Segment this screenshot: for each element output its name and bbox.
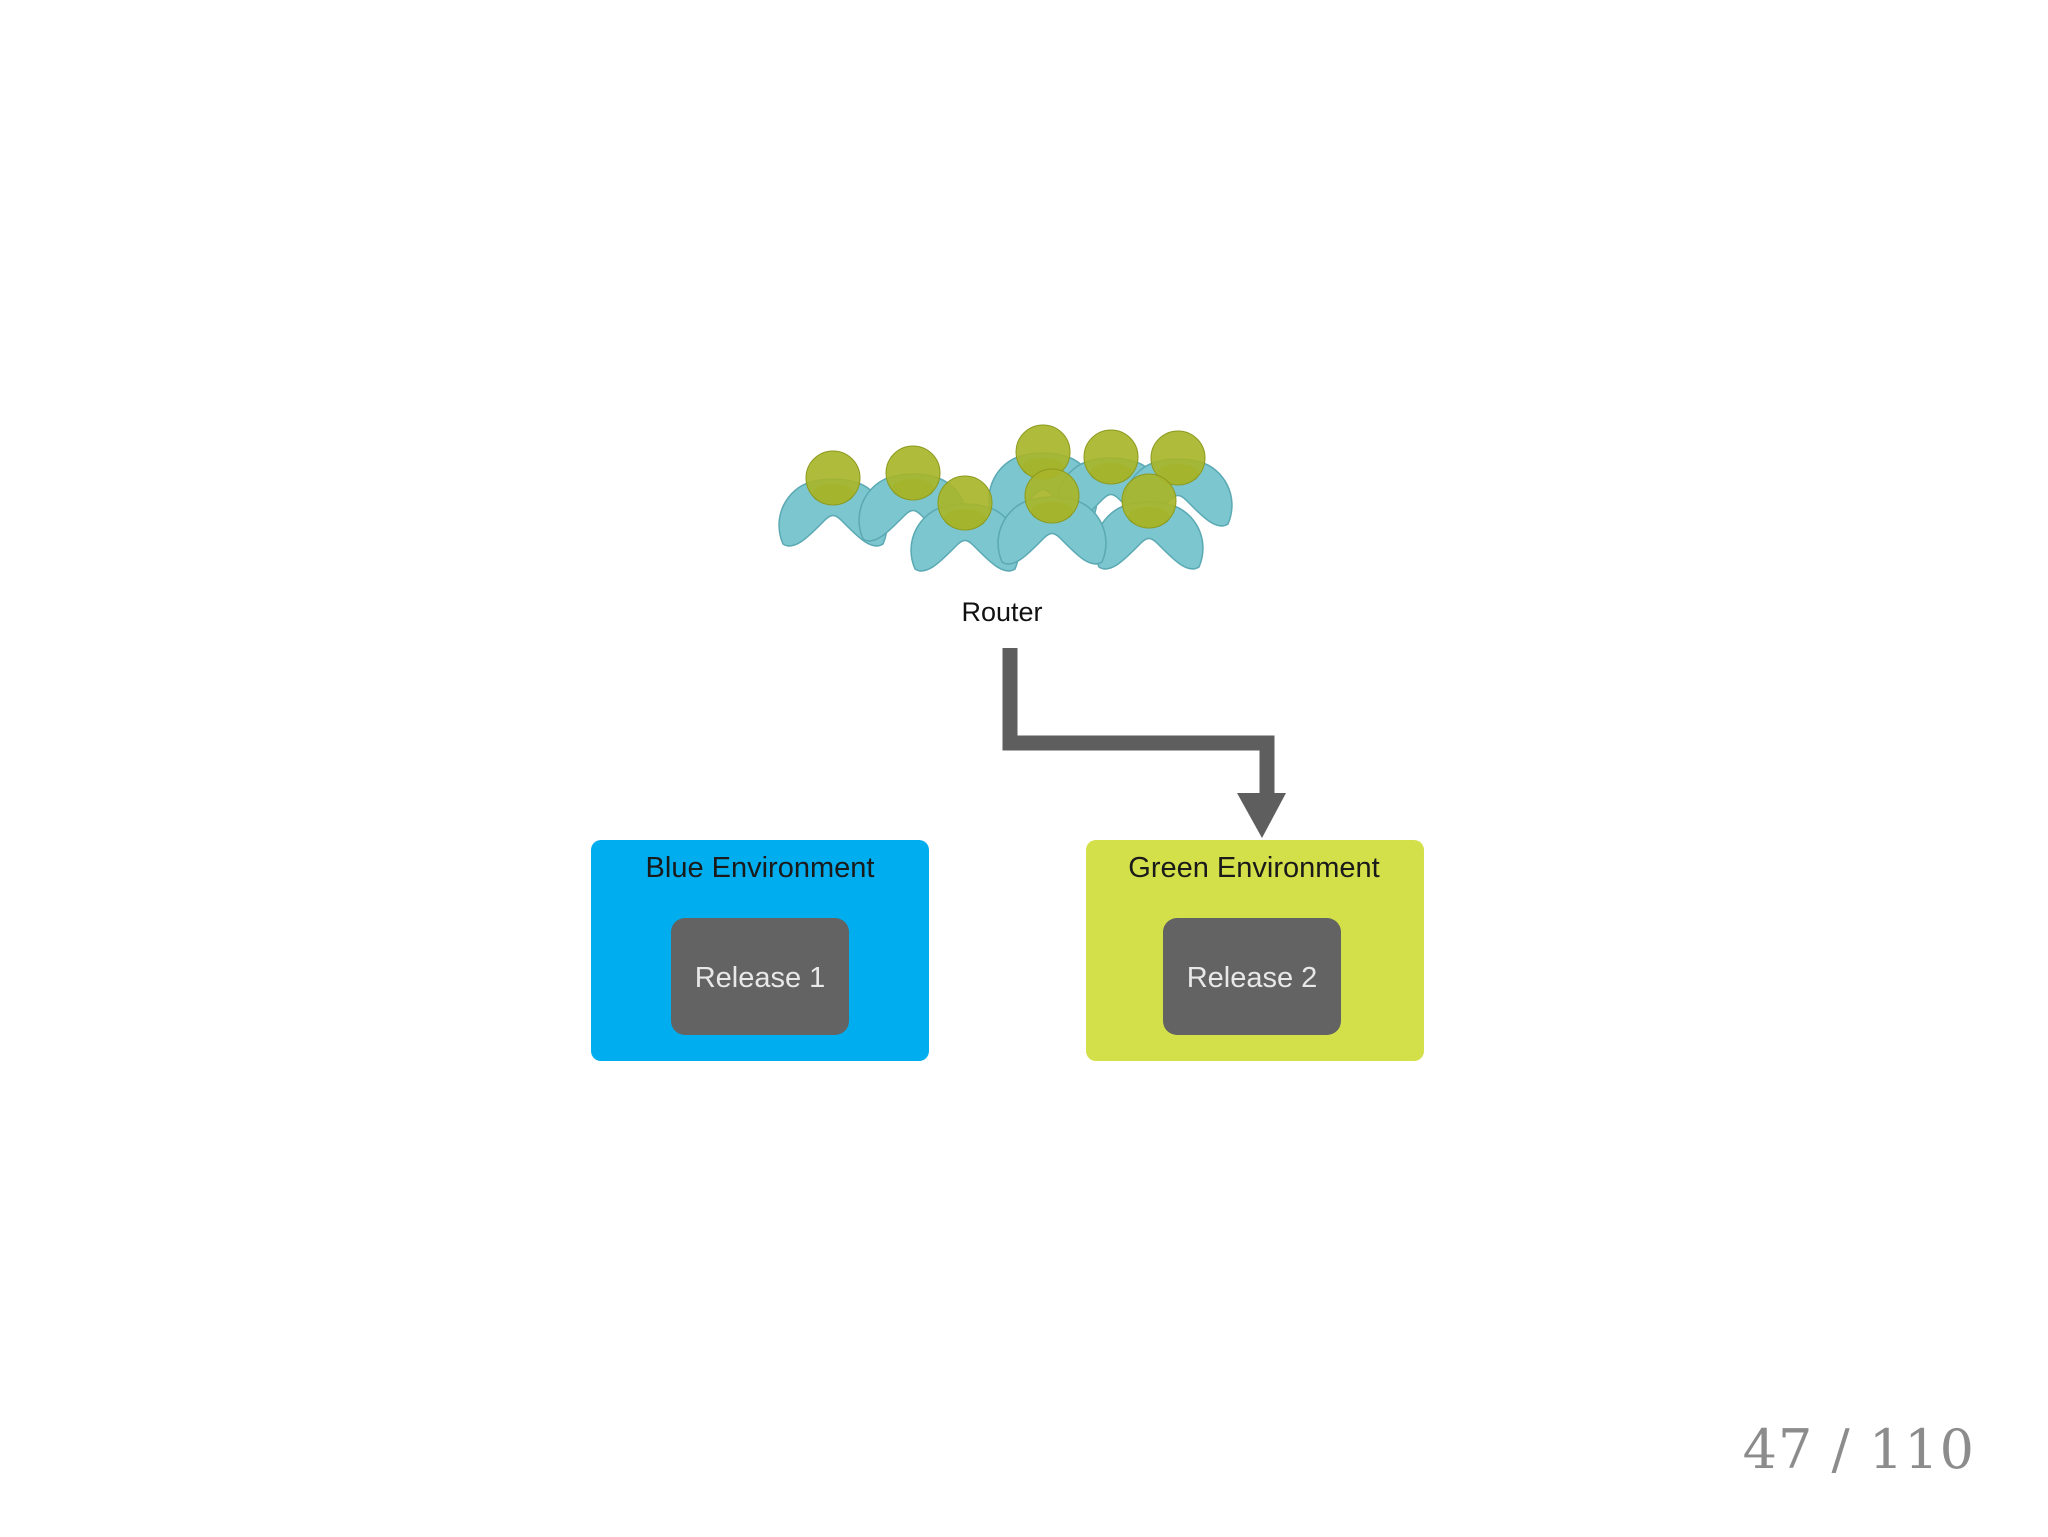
- page-current: 47: [1742, 1418, 1814, 1481]
- user-head: [885, 445, 941, 501]
- user-icon: [997, 468, 1107, 565]
- user-head: [1150, 430, 1206, 486]
- blue-environment: Blue Environment Release 1: [591, 840, 929, 1061]
- arrow-head: [1237, 793, 1286, 838]
- routing-arrow: [1002, 648, 1286, 838]
- user-icon: [1094, 473, 1204, 570]
- green-environment: Green Environment Release 2: [1086, 840, 1424, 1061]
- router-label: Router: [961, 597, 1042, 627]
- release-2-label: Release 2: [1187, 962, 1318, 994]
- user-head: [1083, 429, 1139, 485]
- user-head: [1121, 473, 1177, 529]
- user-head: [937, 475, 993, 531]
- release-1-label: Release 1: [695, 962, 826, 994]
- arrow-shaft: [1002, 648, 1275, 795]
- page-separator: /: [1831, 1418, 1851, 1481]
- page-number: 47 / 110: [1743, 1418, 1975, 1481]
- user-head: [805, 450, 861, 506]
- release-2-box: [1163, 918, 1341, 1035]
- user-head: [1024, 468, 1080, 524]
- users-group: [778, 424, 1233, 572]
- green-environment-title: Green Environment: [1128, 852, 1379, 884]
- page-total: 110: [1868, 1418, 1975, 1481]
- blue-environment-title: Blue Environment: [646, 852, 875, 884]
- release-1-box: [671, 918, 849, 1035]
